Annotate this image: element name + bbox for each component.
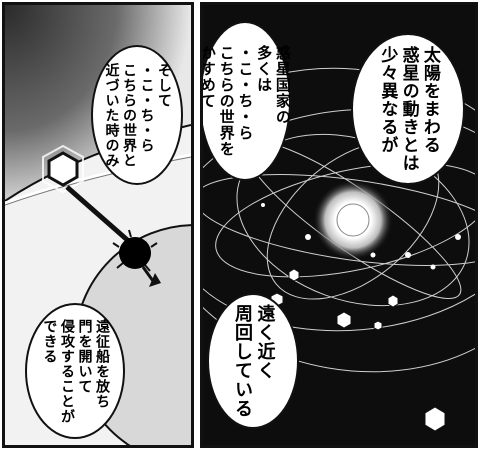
left-panel: そして ・こ・ち・ら こちらの世界と 近づいた時のみ 遠征船を放ち 門を開いて … <box>2 2 194 448</box>
right-panel: 惑星国家の 多くは ・こ・ち・ら こちらの世界を かすめて 太陽をまわる 惑星の… <box>200 2 478 448</box>
bubble-text: 遠征船を放ち 門を開いて 侵攻することが できる <box>41 318 111 424</box>
speech-bubble-left-top: そして ・こ・ち・ら こちらの世界と 近づいた時のみ <box>91 45 183 185</box>
gate-hole <box>119 237 151 269</box>
gate-cracks <box>112 229 158 272</box>
speech-bubble-right-bottom: 遠く近く 周回している <box>207 293 299 429</box>
hexagon-ship-icon <box>47 151 79 187</box>
bubble-text: 太陽をまわる 惑星の動きとは 少々異なるが <box>377 46 440 172</box>
speech-bubble-left-bottom: 遠征船を放ち 門を開いて 侵攻することが できる <box>25 303 125 439</box>
bubble-text: 惑星国家の 多くは ・こ・ち・ら こちらの世界を かすめて <box>200 45 292 157</box>
arrow-head-icon <box>149 273 161 287</box>
speech-bubble-right-top-left: 惑星国家の 多くは ・こ・ち・ら こちらの世界を かすめて <box>200 21 292 181</box>
planet-markers <box>270 268 446 432</box>
trajectory-line <box>65 185 135 247</box>
sun <box>336 203 370 237</box>
bubble-text: 遠く近く 周回している <box>232 304 276 418</box>
small-dots <box>261 203 461 270</box>
arrow-shaft <box>141 266 155 282</box>
speech-bubble-right-top-right: 太陽をまわる 惑星の動きとは 少々異なるが <box>351 33 465 185</box>
bubble-text: そして ・こ・ち・ら こちらの世界と 近づいた時のみ <box>103 62 173 168</box>
hexagon-glow <box>42 144 84 194</box>
